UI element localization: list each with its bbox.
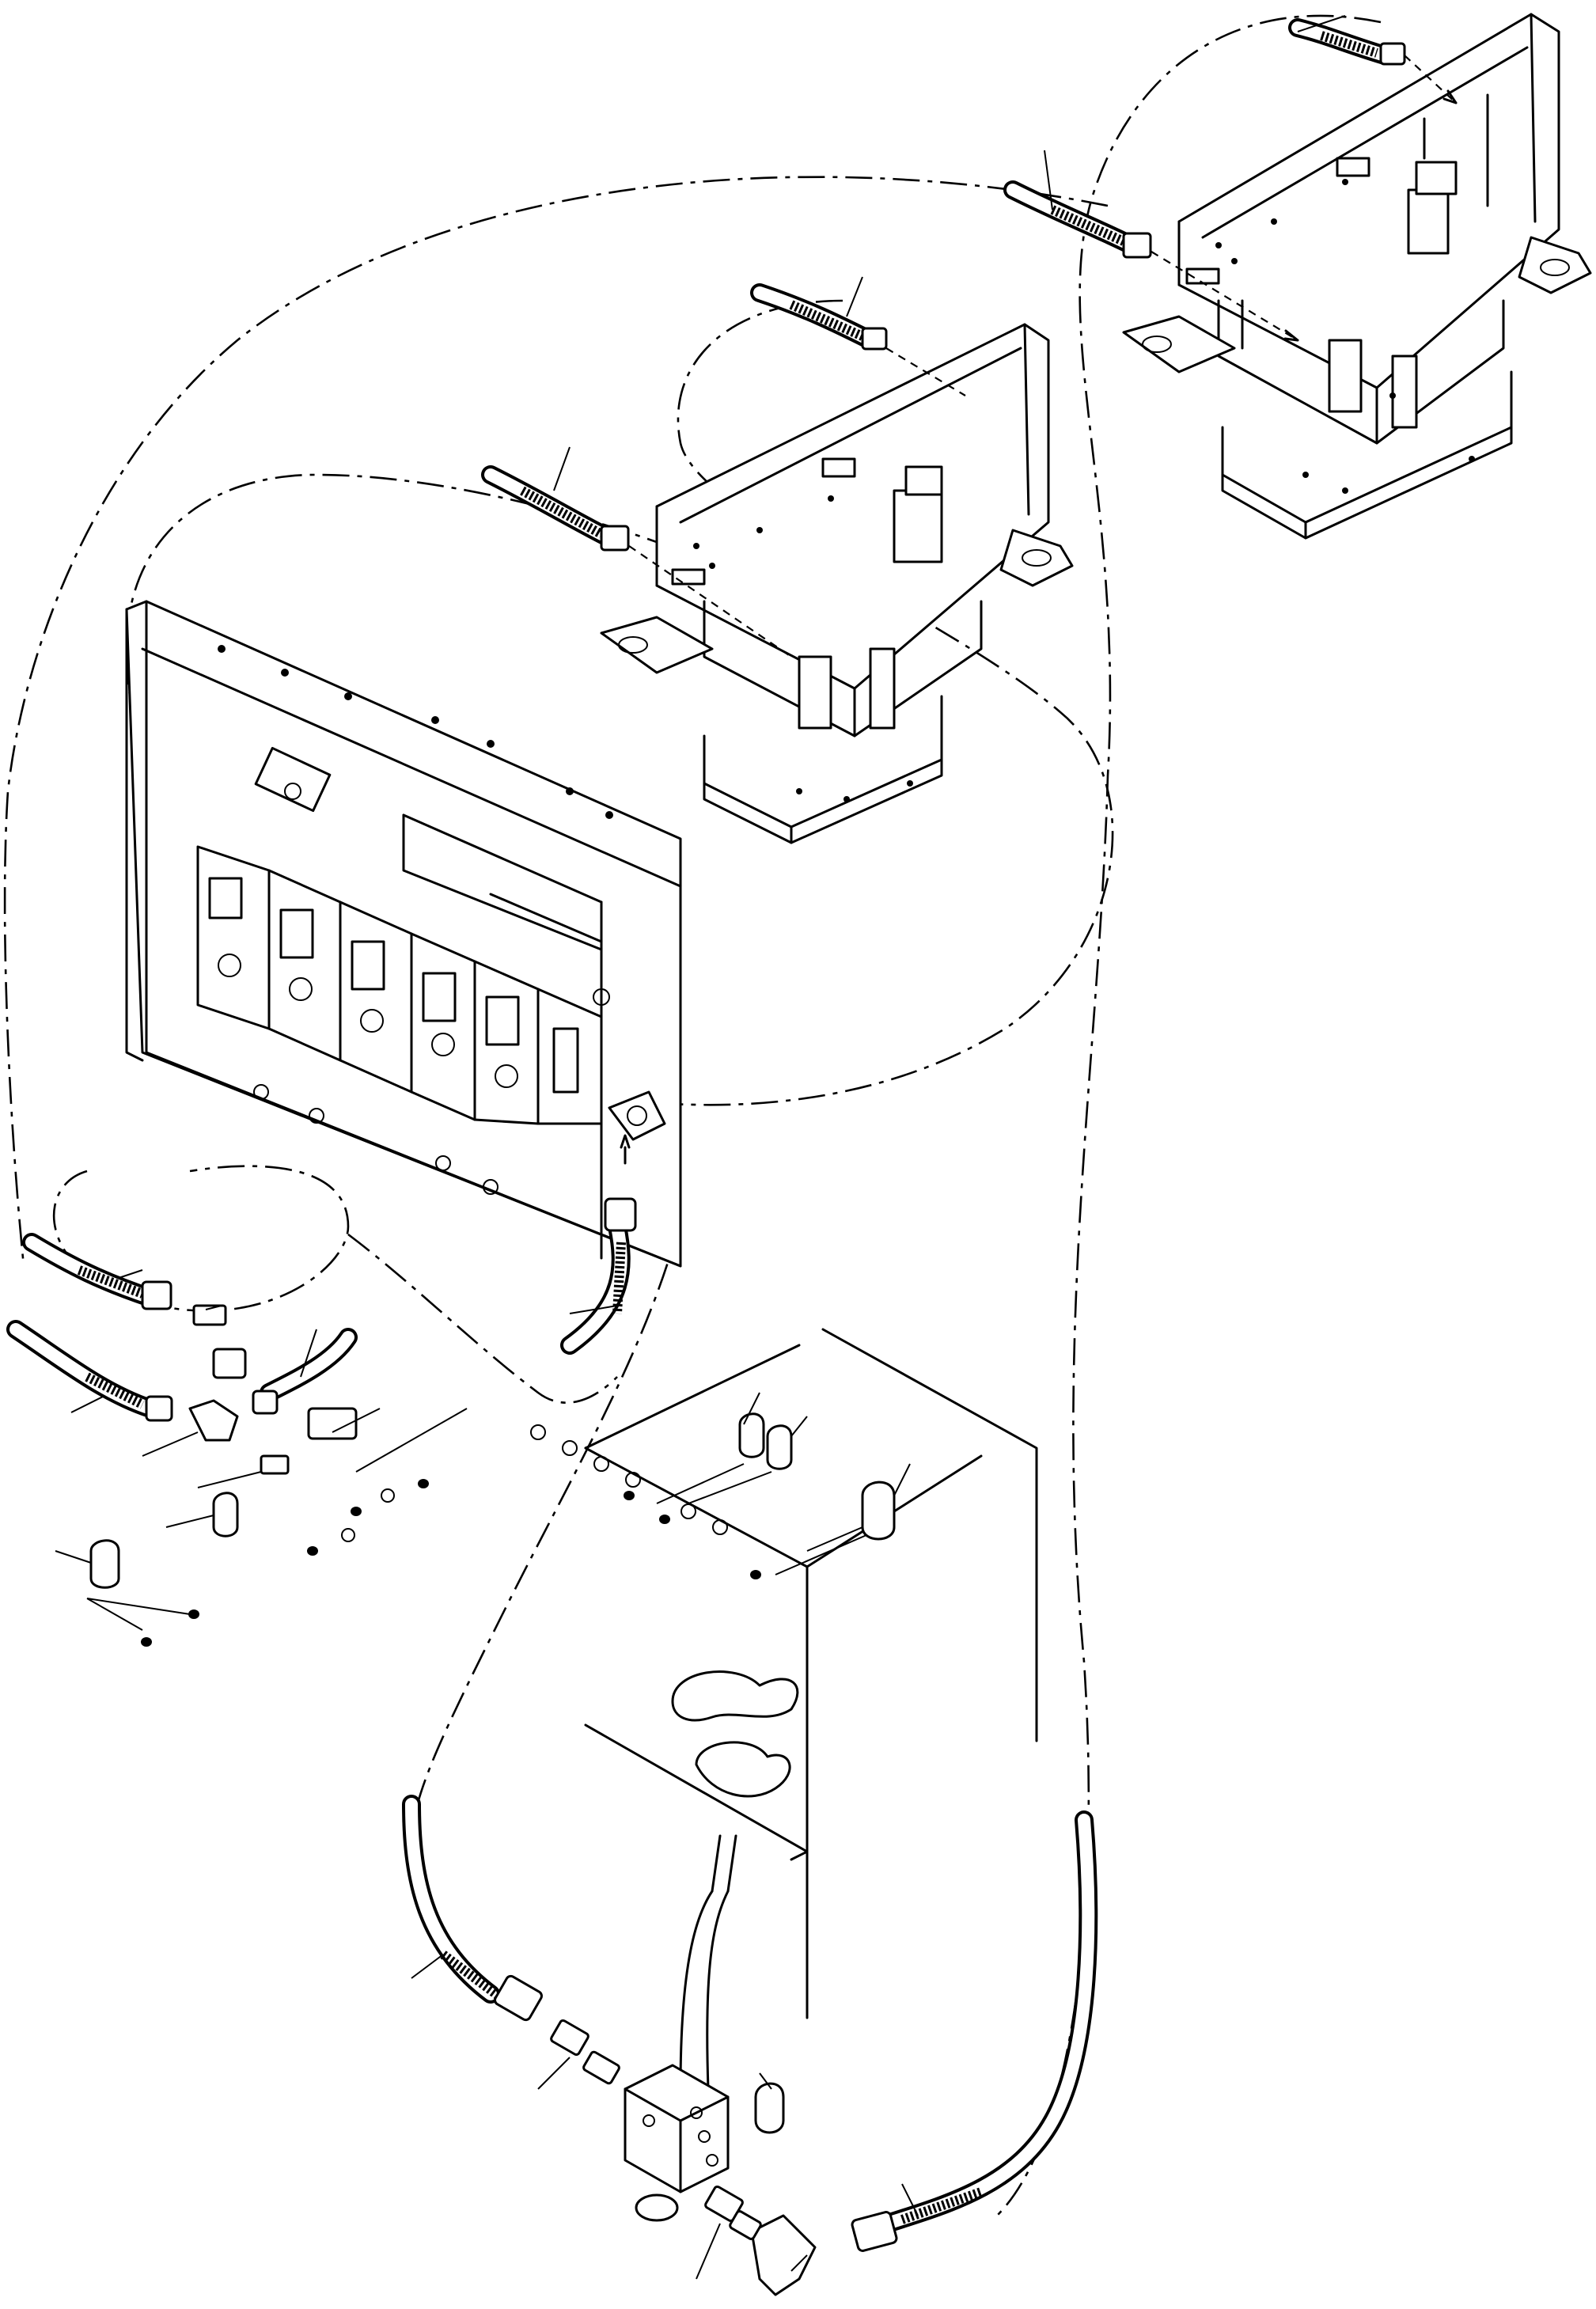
valve-bracket-center (600, 323, 1074, 844)
connector-block (530, 1328, 1038, 2019)
left-hoses (6, 1233, 358, 1422)
hose-upper-right (1288, 18, 1458, 104)
hose-upper-left (1003, 180, 1299, 342)
left-fittings (86, 1304, 429, 1647)
leader-lines (55, 15, 1346, 2280)
lower-manifold (624, 2064, 785, 2222)
hose-center-lower (481, 465, 792, 658)
hydraulic-tank (584, 1670, 809, 2091)
main-control-valve-frame (125, 600, 682, 1268)
lower-hoses (402, 1795, 1098, 2296)
hose-center-upper (750, 283, 966, 396)
hose-to-valve (560, 1197, 637, 1355)
valve-bracket-upper-right (1122, 13, 1592, 540)
valve-stack (196, 845, 603, 1195)
